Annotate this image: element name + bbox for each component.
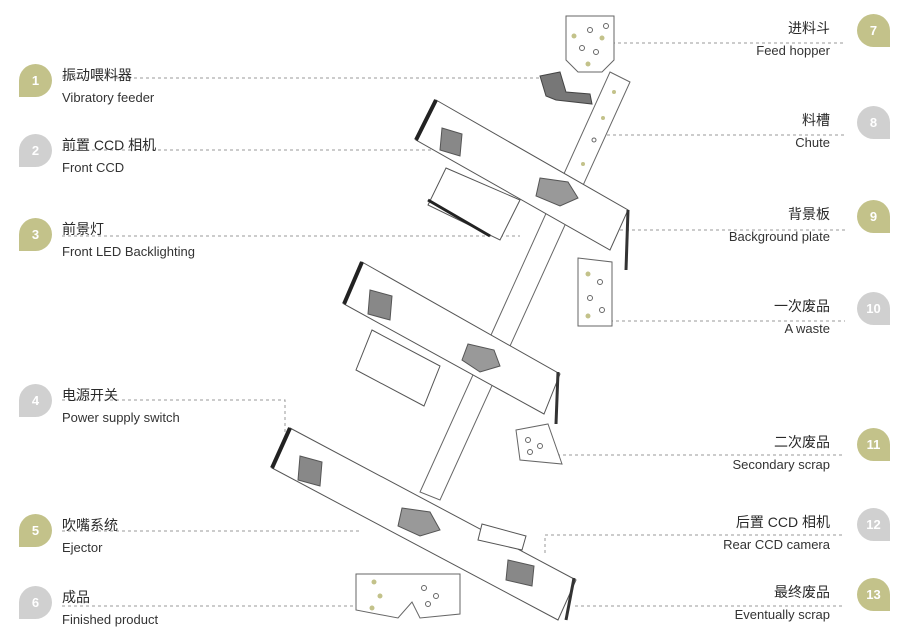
callout-number-badge: 4: [19, 384, 52, 417]
callout-number-badge: 3: [19, 218, 52, 251]
callout-label-en: Ejector: [62, 540, 103, 555]
callout-label-en: Chute: [795, 135, 830, 150]
callout-label-zh: 进料斗: [788, 20, 830, 36]
upper-sorting-module: [414, 99, 630, 271]
callout-label-zh: 吹嘴系统: [62, 517, 118, 533]
callout-feed-hopper: 7 进料斗 Feed hopper: [650, 14, 890, 64]
lower-sorting-module: [270, 427, 577, 621]
secondary-scrap-bin: [515, 423, 563, 465]
callout-label-en: Front CCD: [62, 160, 125, 175]
first-waste-bin: [577, 257, 613, 327]
callout-label-zh: 最终废品: [774, 584, 830, 600]
callout-first-waste: 10 一次废品 A waste: [650, 292, 890, 342]
callout-secondary-scrap: 11 二次废品 Secondary scrap: [650, 428, 890, 478]
callout-label-en: Power supply switch: [62, 410, 180, 425]
callout-number-badge: 2: [19, 134, 52, 167]
callout-number-badge: 5: [19, 514, 52, 547]
callout-number-badge: 11: [857, 428, 890, 461]
callout-label-en: Feed hopper: [756, 43, 830, 58]
callout-label-en: Finished product: [62, 612, 159, 627]
callout-number-badge: 8: [857, 106, 890, 139]
callout-label-en: Secondary scrap: [732, 457, 830, 472]
callout-label-zh: 一次废品: [774, 298, 830, 314]
callout-final-scrap: 13 最终废品 Eventually scrap: [650, 578, 890, 628]
callout-label-en: A waste: [784, 321, 830, 336]
callout-vibratory-feeder: 1 振动喂料器 Vibratory feeder: [0, 64, 240, 114]
callout-front-led: 3 前景灯 Front LED Backlighting: [0, 218, 240, 268]
callout-label-zh: 振动喂料器: [62, 67, 132, 83]
callout-label-en: Eventually scrap: [734, 607, 830, 622]
callout-number-badge: 1: [19, 64, 52, 97]
callout-rear-ccd: 12 后置 CCD 相机 Rear CCD camera: [650, 508, 890, 558]
callout-label-en: Background plate: [728, 229, 830, 244]
callout-background-plate: 9 背景板 Background plate: [650, 200, 890, 250]
feed-hopper: [565, 15, 615, 73]
callout-ejector: 5 吹嘴系统 Ejector: [0, 514, 240, 564]
callout-label-en: Front LED Backlighting: [62, 244, 195, 259]
output-bins: [355, 573, 461, 619]
callout-front-ccd: 2 前置 CCD 相机 Front CCD: [0, 134, 240, 184]
callout-number-badge: 9: [857, 200, 890, 233]
callout-label-en: Rear CCD camera: [723, 537, 830, 552]
callout-number-badge: 7: [857, 14, 890, 47]
callout-finished-product: 6 成品 Finished product: [0, 586, 240, 636]
callout-label-zh: 电源开关: [62, 387, 118, 403]
callout-number-badge: 12: [857, 508, 890, 541]
callout-number-badge: 10: [857, 292, 890, 325]
callout-power-switch: 4 电源开关 Power supply switch: [0, 384, 240, 434]
callout-label-zh: 前置 CCD 相机: [62, 137, 157, 153]
callout-number-badge: 13: [857, 578, 890, 611]
callout-label-zh: 二次废品: [774, 434, 830, 450]
callout-label-en: Vibratory feeder: [62, 90, 155, 105]
callout-number-badge: 6: [19, 586, 52, 619]
callout-label-zh: 料槽: [802, 112, 830, 128]
middle-sorting-module: [342, 261, 561, 425]
callout-label-zh: 背景板: [788, 206, 830, 222]
callout-label-zh: 后置 CCD 相机: [735, 514, 830, 530]
callout-label-zh: 成品: [62, 589, 90, 605]
callout-chute: 8 料槽 Chute: [650, 106, 890, 156]
leader-lines: [62, 42, 845, 607]
callout-label-zh: 前景灯: [62, 221, 104, 237]
vibratory-feeder: [539, 71, 593, 105]
